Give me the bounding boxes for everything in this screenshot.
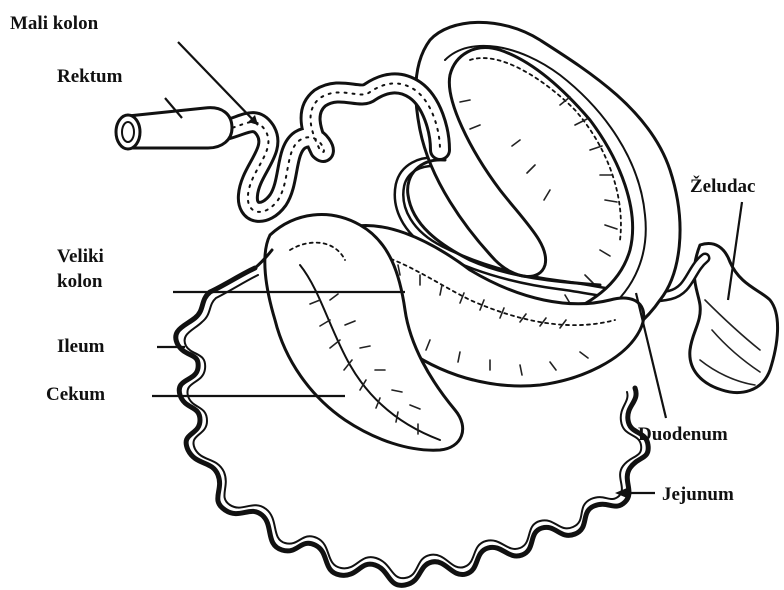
rektum-lumen (122, 122, 134, 142)
label-ileum: Ileum (57, 336, 105, 357)
label-jejunum: Jejunum (662, 484, 734, 505)
label-duodenum: Duodenum (638, 424, 728, 445)
label-veliki-kolon-line2: kolon (57, 271, 103, 292)
label-zeludac: Želudac (690, 175, 755, 197)
label-veliki-kolon-line1: Veliki (57, 246, 104, 267)
label-cekum: Cekum (46, 384, 105, 405)
rektum (128, 108, 232, 148)
label-mali-kolon: Mali kolon (10, 13, 99, 34)
label-rektum: Rektum (57, 66, 123, 87)
